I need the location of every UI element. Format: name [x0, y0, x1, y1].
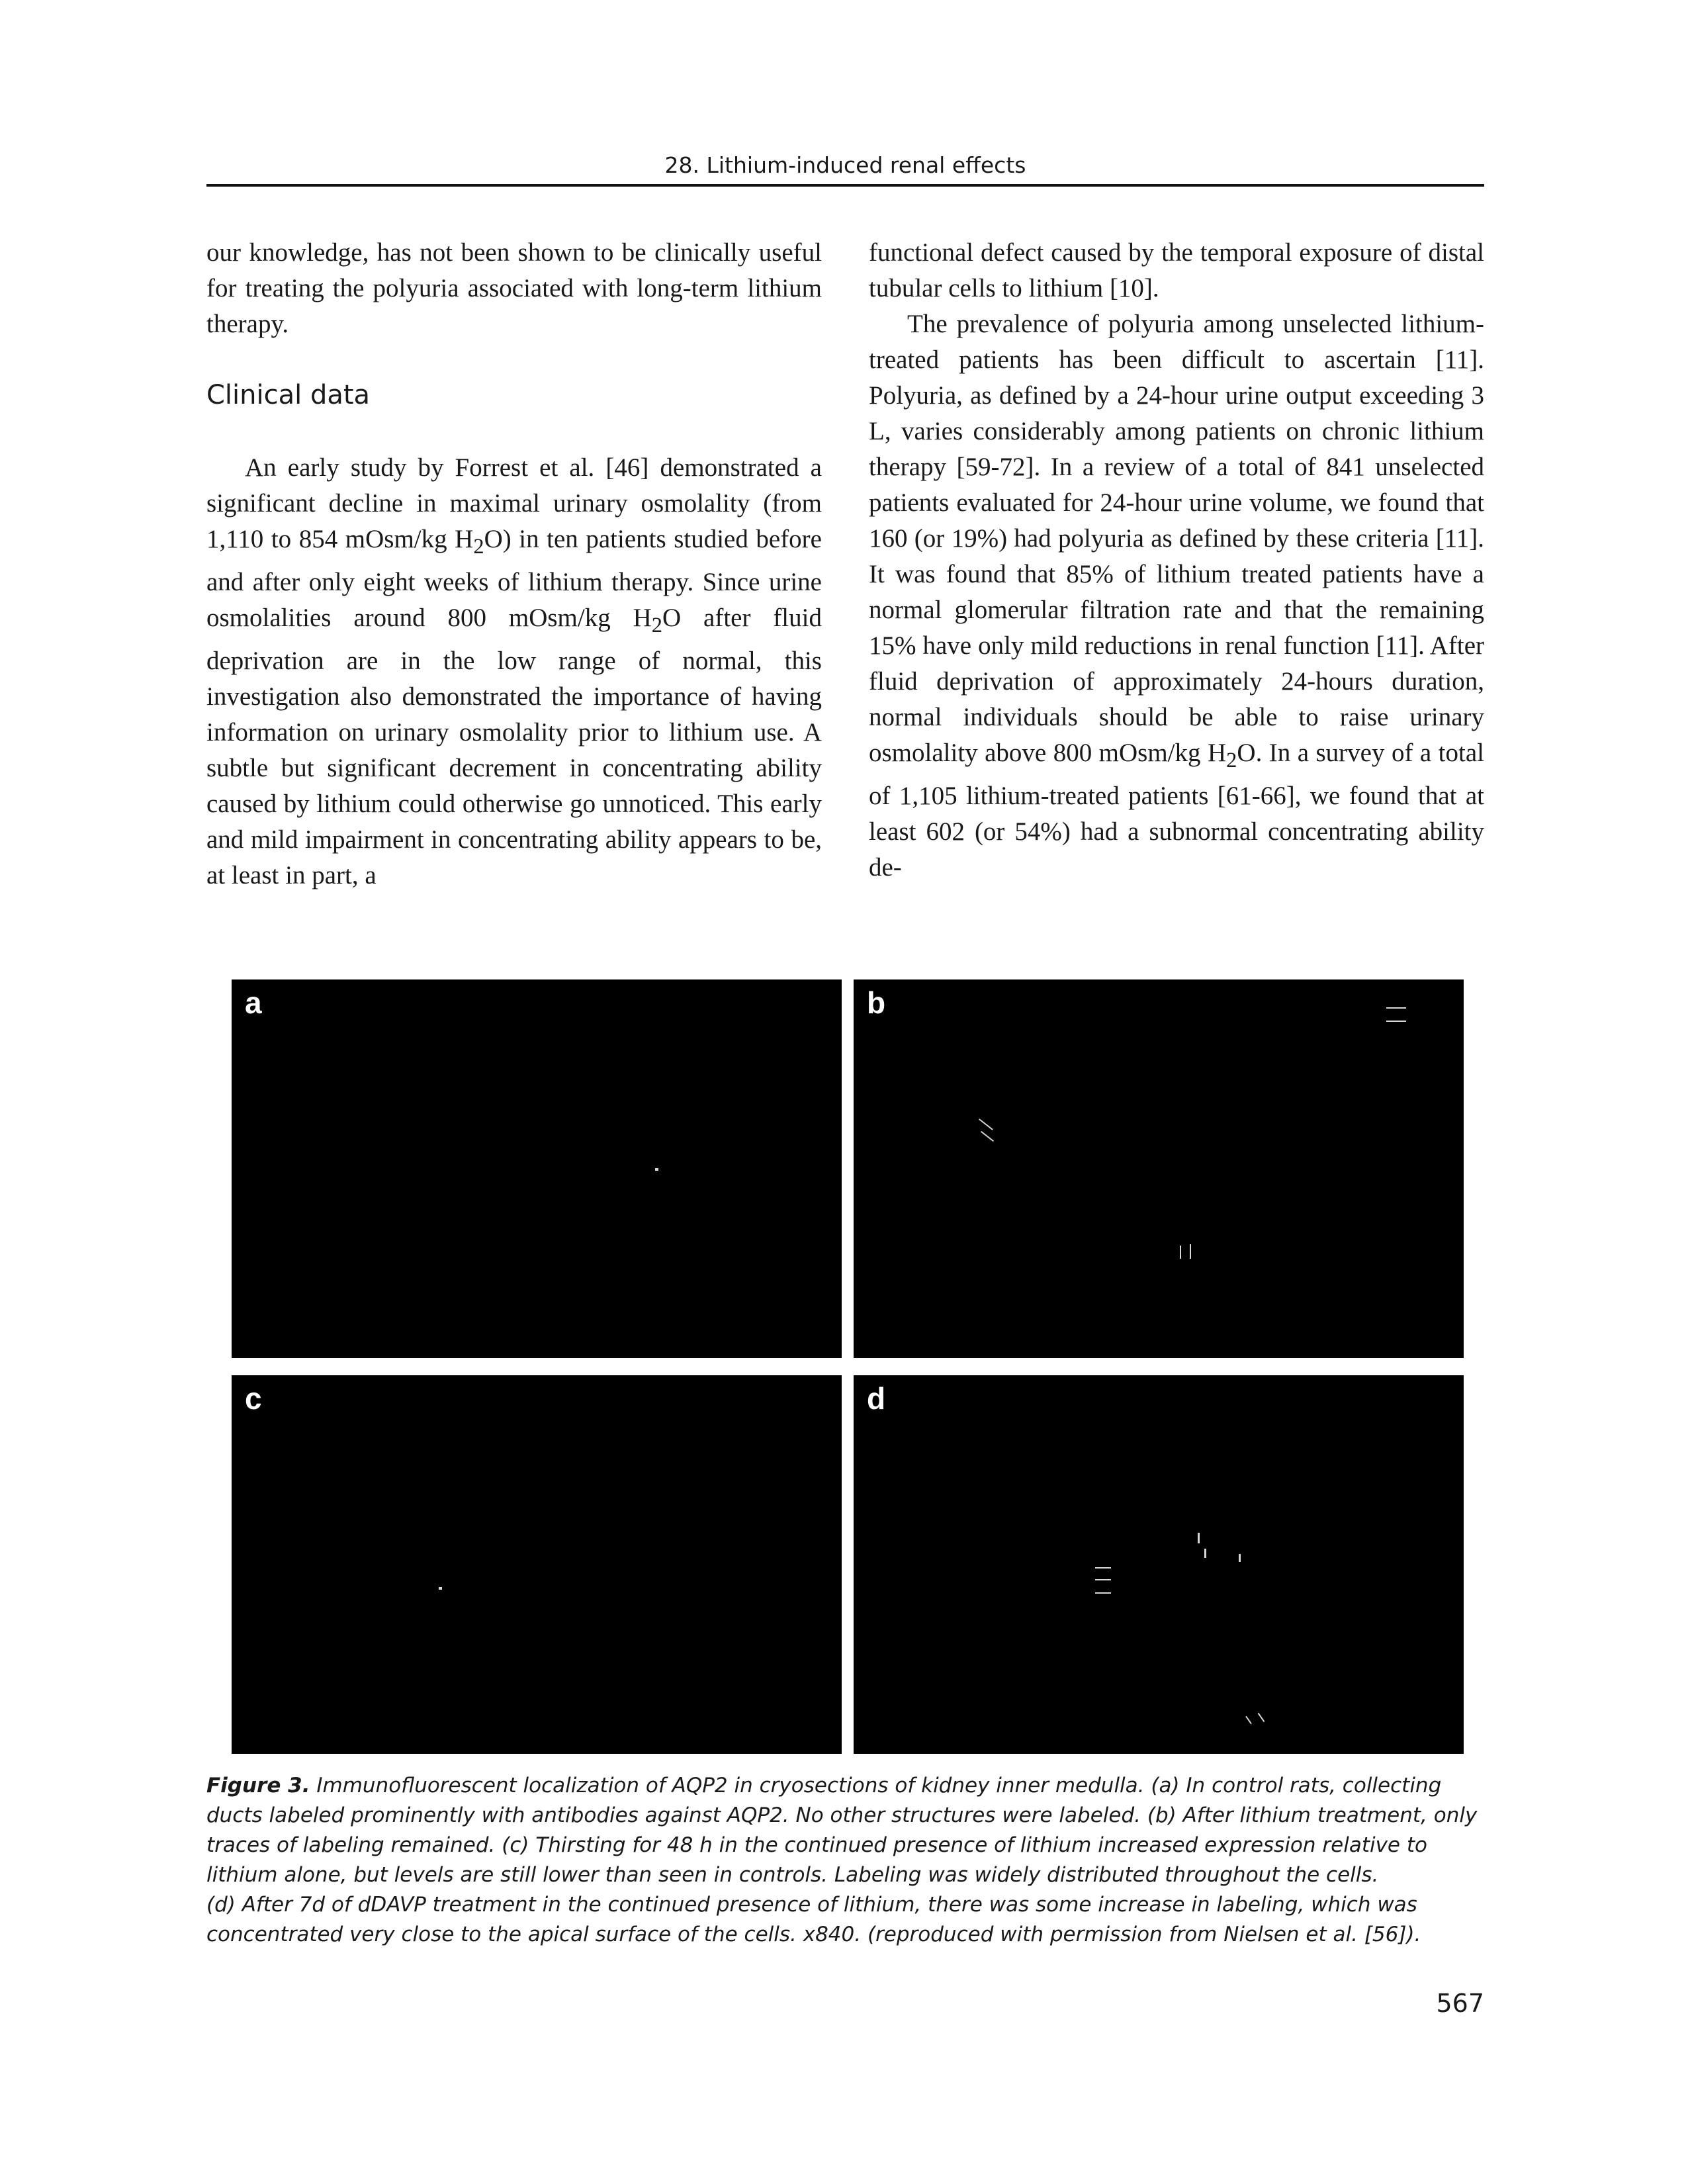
- labeling-trace: [979, 1118, 993, 1130]
- text-run: O) in ten patients studied before and af…: [206, 525, 822, 632]
- labeling-trace: [980, 1130, 995, 1142]
- labeling-speck: [439, 1587, 442, 1590]
- caption-part-1: Figure 3. Immunofluorescent localization…: [206, 1771, 1484, 1890]
- labeling-trace: [1198, 1533, 1200, 1543]
- figure-panel-b: b: [854, 979, 1464, 1358]
- panel-label: d: [867, 1381, 886, 1416]
- arrow-mark: [1386, 1021, 1406, 1022]
- figure-panel-a: a: [232, 979, 842, 1358]
- panel-label: a: [245, 985, 262, 1020]
- text-run: O after fluid deprivation are in the low…: [206, 603, 822, 889]
- arrow-mark: [1095, 1567, 1111, 1569]
- subscript: 2: [1226, 748, 1237, 772]
- caption-text: Immunofluorescent localization of AQP2 i…: [206, 1774, 1478, 1887]
- labeling-trace: [1204, 1549, 1206, 1558]
- arrow-mark: [1190, 1244, 1191, 1259]
- labeling-trace: [1245, 1715, 1252, 1725]
- arrow-mark: [1386, 1007, 1406, 1009]
- panel-label: c: [245, 1381, 262, 1416]
- caption-part-2: (d) After 7d of dDAVP treatment in the c…: [206, 1893, 1421, 1946]
- text-run: An early study by Forrest et al. [46] de…: [206, 453, 822, 553]
- figure-panel-c: c: [232, 1375, 842, 1754]
- figure-panel-d: d: [854, 1375, 1464, 1754]
- labeling-trace: [1257, 1712, 1265, 1723]
- text-run: O. In a survey of a total of 1,105 lithi…: [869, 739, 1484, 882]
- left-column: our knowledge, has not been shown to be …: [206, 235, 822, 893]
- text-run: The prevalence of polyuria among unselec…: [869, 310, 1484, 767]
- arrow-mark: [1180, 1246, 1181, 1259]
- subscript: 2: [651, 613, 662, 637]
- figure-label: Figure 3.: [206, 1774, 310, 1797]
- page-number: 567: [1436, 1989, 1484, 2018]
- figure-caption: Figure 3. Immunofluorescent localization…: [206, 1771, 1484, 1950]
- running-header: 28. Lithium-induced renal effects: [206, 147, 1484, 187]
- right-paragraph-prevalence: The prevalence of polyuria among unselec…: [869, 306, 1484, 886]
- right-paragraph-continued: functional defect caused by the temporal…: [869, 238, 1484, 302]
- labeling-trace: [1239, 1554, 1241, 1562]
- left-paragraph-forrest-study: An early study by Forrest et al. [46] de…: [206, 450, 822, 893]
- right-column: functional defect caused by the temporal…: [869, 235, 1484, 886]
- section-heading: Clinical data: [206, 380, 371, 410]
- subscript: 2: [473, 534, 484, 559]
- left-paragraph-continued: our knowledge, has not been shown to be …: [206, 238, 822, 338]
- arrow-mark: [1095, 1579, 1111, 1580]
- arrow-mark: [1095, 1592, 1111, 1594]
- panel-label: b: [867, 985, 886, 1020]
- labeling-speck: [655, 1168, 658, 1171]
